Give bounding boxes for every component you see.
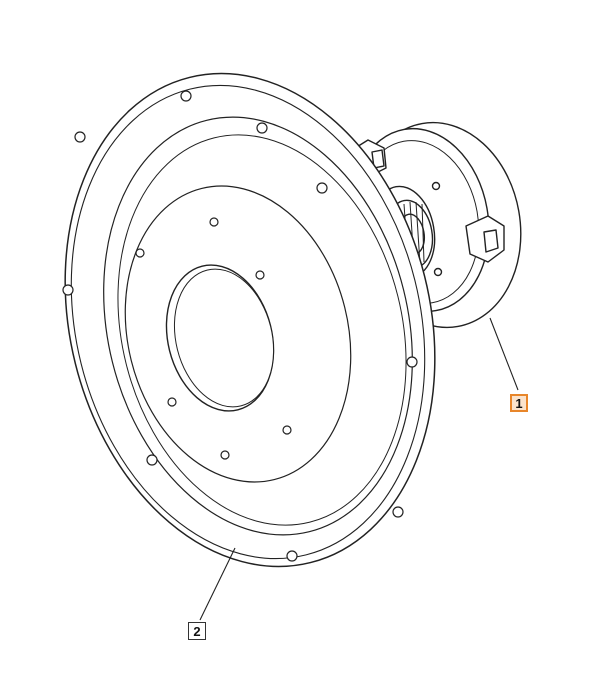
leader-line-2 [199,547,236,621]
callout-2[interactable]: 2 [188,622,206,640]
leader-line-1 [489,317,519,391]
flex-plate-part[interactable] [15,34,485,606]
callout-1[interactable]: 1 [510,394,528,412]
leader-lines [199,317,519,621]
